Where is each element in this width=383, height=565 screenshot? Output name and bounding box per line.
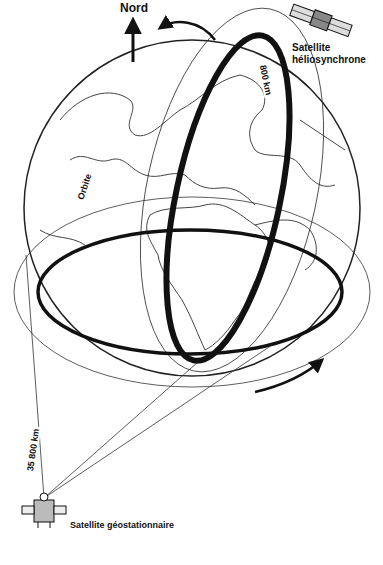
altitude-label: 800 km bbox=[257, 62, 274, 98]
sight-lines bbox=[26, 255, 272, 498]
distance-label: 35 800 km bbox=[25, 426, 42, 474]
rotation-arrow bbox=[255, 360, 322, 392]
satellite-label: Satellite géostationnaire bbox=[70, 520, 174, 530]
geostationary-orbit bbox=[38, 230, 342, 354]
orbit-label: Orbite bbox=[75, 171, 94, 203]
north-label: Nord bbox=[120, 2, 148, 16]
rotation-arrow bbox=[160, 22, 215, 40]
continents bbox=[40, 75, 345, 350]
satellite-label: Satellite héliosynchrone bbox=[292, 42, 378, 65]
satellite-icon bbox=[289, 2, 353, 38]
satellite-icon bbox=[22, 493, 66, 528]
north-arrow bbox=[132, 20, 135, 62]
polar-orbit bbox=[143, 25, 314, 371]
globe bbox=[24, 40, 360, 376]
